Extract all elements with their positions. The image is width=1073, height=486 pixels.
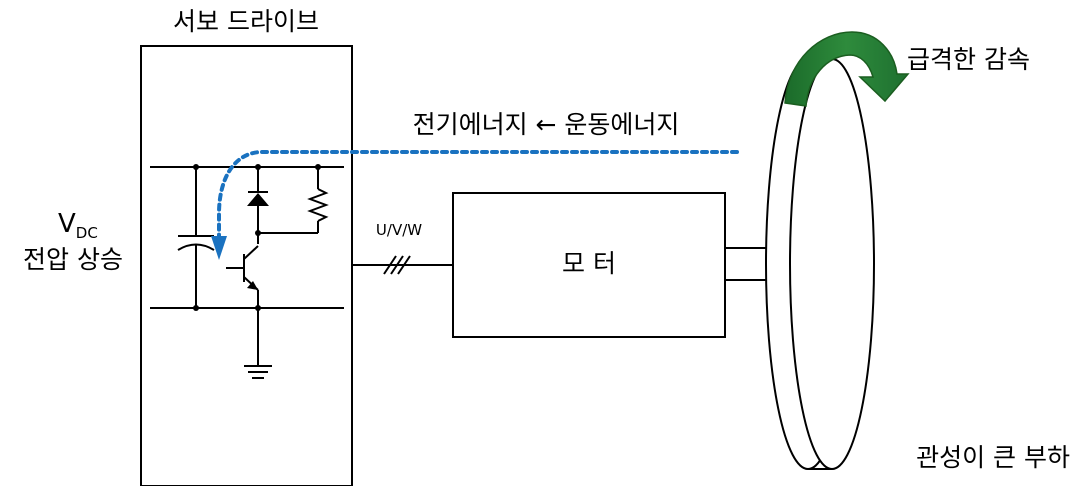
flywheel-front: [789, 58, 875, 470]
servo-drive-title: 서보 드라이브: [173, 7, 319, 36]
junction-dot: [315, 164, 321, 170]
voltage-rise-label: 전압 상승: [23, 245, 123, 274]
junction-dot: [193, 305, 199, 311]
energy-flow-arrowhead: [211, 236, 227, 260]
ground-symbol: [244, 365, 272, 379]
vdc-label: VDC: [58, 209, 98, 242]
junction-dot: [255, 305, 261, 311]
energy-flow-arrow: [217, 150, 739, 238]
transistor-arrow: [247, 281, 258, 290]
vdc-main: V: [58, 209, 76, 239]
rapid-decel-label: 급격한 감속: [907, 45, 1030, 74]
resistor-symbol: [258, 167, 329, 234]
diode-triangle: [247, 193, 269, 206]
junction-dot: [255, 164, 261, 170]
transistor-symbol: [226, 245, 259, 366]
rotation-arrow: [784, 31, 910, 107]
motor-label: 모 터: [562, 249, 616, 278]
motor-shaft: [724, 247, 770, 281]
servo-drive-box: [140, 45, 353, 486]
uvw-label: U/V/W: [376, 221, 422, 239]
three-phase-mark: [383, 255, 411, 275]
dc-bus: [150, 166, 344, 309]
capacitor-symbol: [177, 167, 215, 308]
vdc-sub: DC: [76, 224, 98, 242]
inertia-load-label: 관성이 큰 부하: [916, 443, 1070, 472]
junction-dot: [193, 164, 199, 170]
energy-flow-label: 전기에너지 ← 운동에너지: [413, 110, 680, 139]
diode-symbol: [248, 167, 268, 244]
